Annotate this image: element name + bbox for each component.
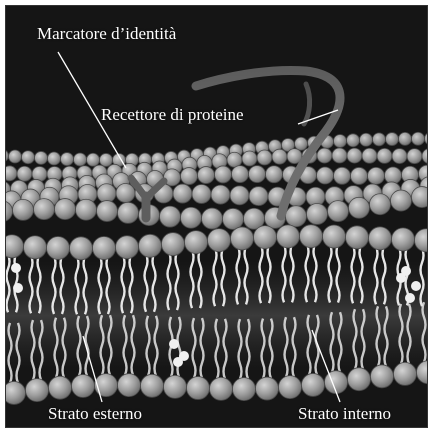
phospholipid-head <box>6 166 17 181</box>
phospholipid-head <box>328 201 349 222</box>
phospholipid-head <box>249 166 266 183</box>
phospholipid-head <box>47 237 70 260</box>
phospholipid-head <box>26 379 49 402</box>
phospholipid-head <box>185 231 208 254</box>
phospholipid-head <box>323 225 346 248</box>
cholesterol-globule <box>13 283 23 293</box>
phospholipid-head <box>351 167 368 184</box>
phospholipid-head <box>215 166 232 183</box>
phospholipid-head <box>266 166 283 183</box>
phospholipid-head <box>6 381 26 404</box>
phospholipid-head <box>223 208 244 229</box>
phospholipid-head <box>317 167 334 184</box>
phospholipid-head <box>164 375 187 398</box>
phospholipid-head <box>160 206 181 227</box>
phospholipid-head <box>141 374 164 397</box>
phospholipid-head <box>116 236 139 259</box>
phospholipid-head <box>49 376 72 399</box>
phospholipid-head <box>162 233 185 256</box>
phospholipid-head <box>348 368 371 391</box>
phospholipid-head <box>118 202 139 223</box>
phospholipid-head <box>385 167 402 184</box>
phospholipid-head <box>210 377 233 400</box>
phospholipid-head <box>371 365 394 388</box>
phospholipid-head <box>211 185 230 204</box>
cholesterol-globule <box>396 273 406 283</box>
phospholipid-head <box>370 194 391 215</box>
phospholipid-head <box>95 374 118 397</box>
phospholipid-head <box>334 167 351 184</box>
phospholipid-head <box>13 199 34 220</box>
phospholipid-head <box>93 237 116 260</box>
diagram-frame: Marcatore d’identità Recettore di protei… <box>5 5 428 428</box>
phospholipid-head <box>192 184 211 203</box>
phospholipid-head <box>17 166 32 181</box>
cell-membrane-illustration <box>6 6 428 428</box>
phospholipid-head <box>76 199 97 220</box>
cholesterol-globule <box>11 263 21 273</box>
phospholipid-head <box>181 207 202 228</box>
phospholipid-head <box>392 228 415 251</box>
phospholipid-head <box>24 236 47 259</box>
phospholipid-head <box>55 199 76 220</box>
phospholipid-head <box>202 208 223 229</box>
label-identity-marker: Marcatore d’identità <box>37 25 176 42</box>
phospholipid-head <box>233 378 256 401</box>
phospholipid-head <box>302 373 325 396</box>
phospholipid-head <box>368 167 385 184</box>
label-protein-receptor: Recettore di proteine <box>101 106 244 123</box>
phospholipid-head <box>256 377 279 400</box>
phospholipid-head <box>346 226 369 249</box>
phospholipid-head <box>97 184 116 203</box>
phospholipid-head <box>34 199 55 220</box>
phospholipid-head <box>254 226 277 249</box>
phospholipid-head <box>198 167 215 184</box>
phospholipid-head <box>72 374 95 397</box>
label-inner-layer: Strato interno <box>298 405 391 422</box>
phospholipid-head <box>70 237 93 260</box>
phospholipid-head <box>349 197 370 218</box>
cholesterol-globule <box>405 293 415 303</box>
phospholipid-head <box>300 225 323 248</box>
phospholipid-head <box>181 168 198 185</box>
phospholipid-head <box>118 374 141 397</box>
cholesterol-globule <box>173 357 183 367</box>
phospholipid-head <box>307 203 328 224</box>
phospholipid-head <box>116 184 135 203</box>
cholesterol-globule <box>411 281 421 291</box>
phospholipid-head <box>187 377 210 400</box>
phospholipid-head <box>369 227 392 250</box>
phospholipid-head <box>231 227 254 250</box>
phospholipid-head <box>394 362 417 385</box>
phospholipid-head <box>97 201 118 222</box>
cholesterol-globule <box>169 339 179 349</box>
phospholipid-head <box>391 190 412 211</box>
phospholipid-head <box>230 186 249 205</box>
phospholipid-head <box>249 187 268 206</box>
phospholipid-head <box>232 166 249 183</box>
phospholipid-head <box>208 229 231 252</box>
phospholipid-head <box>139 234 162 257</box>
phospholipid-head <box>412 187 429 208</box>
phospholipid-head <box>279 376 302 399</box>
label-outer-layer: Strato esterno <box>48 405 142 422</box>
phospholipid-head <box>286 206 307 227</box>
phospholipid-head <box>277 225 300 248</box>
phospholipid-head <box>173 184 192 203</box>
